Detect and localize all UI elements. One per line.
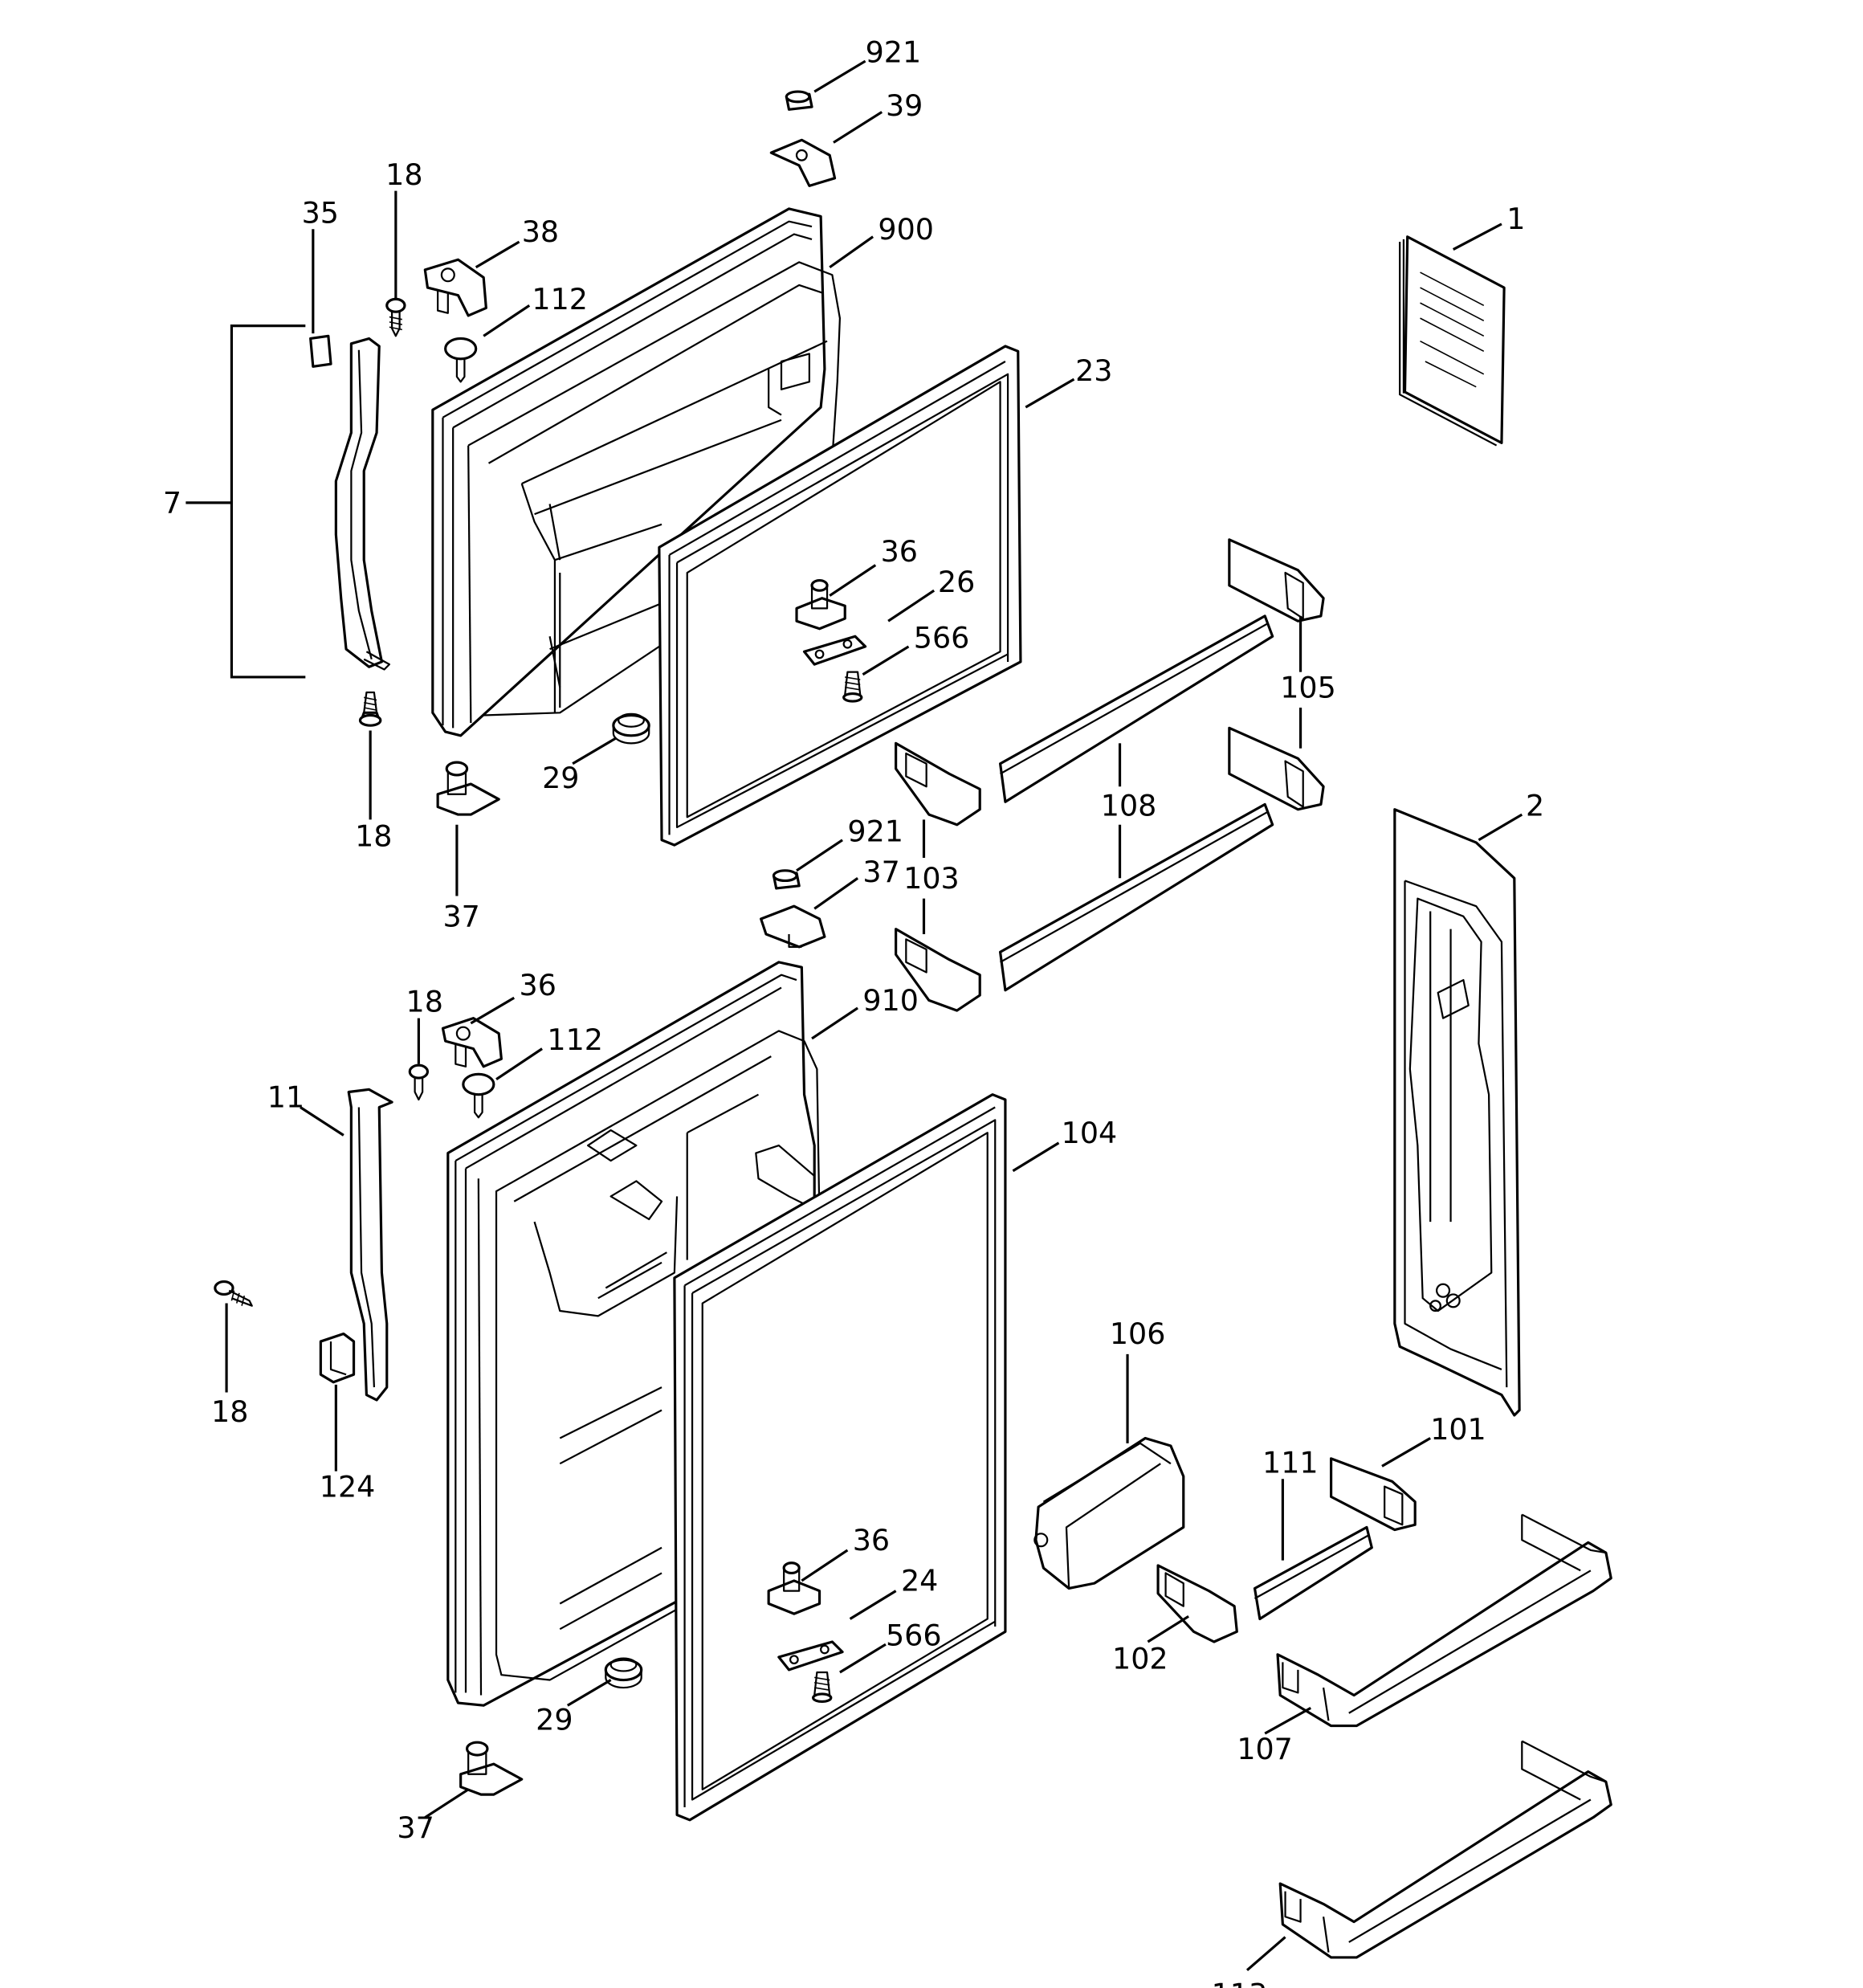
part-37-hinge-lower-door-top [760,904,826,949]
part-37-hinge-upper-door [436,761,500,816]
label-38: 38 [522,214,559,249]
label-124: 124 [320,1469,376,1504]
part-35-pad [309,334,332,368]
part-921-plug-lower [772,869,801,890]
label-921-lower: 921 [847,814,903,848]
part-108-bar-lower [998,802,1274,992]
part-103-end-cap-lower [895,928,981,1012]
label-29-lower: 29 [536,1702,573,1737]
part-29-bushing-lower [604,1657,643,1689]
part-36-hinge-pin-lower [767,1561,821,1615]
label-18-lower: 18 [406,985,443,1019]
part-104-lower-gasket [673,1093,1007,1822]
label-107: 107 [1237,1732,1293,1766]
part-2-inner-panel [1393,808,1521,1417]
part-24-bracket [777,1640,844,1672]
label-106: 106 [1110,1316,1166,1351]
label-39: 39 [886,88,923,123]
label-36-lower-door-top: 36 [520,968,556,1002]
label-910: 910 [862,983,919,1018]
part-37-hinge-lower-door-bottom [459,1741,524,1796]
part-23-upper-gasket [658,345,1022,847]
label-112-lower: 112 [547,1023,603,1057]
part-112-washer [444,337,478,383]
label-112-upper: 112 [532,282,588,316]
part-11-lower-handle [347,1088,393,1402]
part-number-labels: 921 39 18 35 38 900 1 112 23 7 36 26 566… [163,35,1544,1988]
label-26: 26 [938,565,975,599]
part-101-end-cap [1330,1457,1417,1532]
part-566-screw-lower [812,1671,833,1704]
part-124-clip [319,1332,356,1384]
label-104: 104 [1062,1116,1118,1150]
part-18-screw-left [214,1280,253,1307]
label-921-upper: 921 [866,35,922,70]
label-18-handle: 18 [355,819,392,854]
label-23: 23 [1075,353,1112,388]
part-39-hinge-cover [769,138,837,187]
label-29-upper: 29 [542,761,579,795]
part-106-dairy-cover [1033,1436,1185,1590]
leader-lines [185,59,1523,1972]
part-29-bushing-upper [612,712,650,745]
part-921-plug-upper [785,90,813,111]
label-36-lower-door: 36 [853,1523,890,1557]
part-102-end-cap [1156,1564,1238,1643]
label-36-upper: 36 [881,534,918,569]
label-1: 1 [1506,202,1525,236]
label-18-left: 18 [211,1394,248,1429]
part-18-screw-upper [385,297,406,337]
label-111: 111 [1262,1445,1319,1480]
label-566-lower: 566 [886,1619,942,1653]
part-105-end-cap-upper [1228,538,1325,623]
label-37-upper-door: 37 [442,900,479,934]
label-2: 2 [1526,789,1544,823]
part-36-hinge-lower-door-top [441,1017,503,1068]
part-111-bar [1253,1525,1373,1621]
part-36-hinge-pin-upper [795,578,846,631]
label-37-lower-door-top: 37 [862,855,899,889]
part-108-bar-upper [998,614,1274,803]
part-18-screw-lower [408,1063,430,1101]
label-7: 7 [163,486,181,520]
label-101: 101 [1430,1412,1486,1447]
part-105-end-cap-lower [1228,726,1325,811]
part-18-screw-handle-bottom [358,691,382,727]
label-113: 113 [1212,1978,1268,1988]
label-24: 24 [901,1564,938,1598]
part-103-end-cap-upper [895,741,981,827]
label-11: 11 [267,1080,304,1115]
label-18-upper: 18 [385,157,422,192]
label-103: 103 [903,861,960,896]
part-1-manual [1399,235,1506,447]
part-113-door-bin [1278,1740,1612,1959]
label-108: 108 [1101,789,1157,823]
part-26-bracket [802,635,867,666]
label-900: 900 [878,212,934,247]
part-112-washer-lower [462,1072,495,1119]
part-107-door-bin [1276,1513,1612,1728]
label-566-upper: 566 [914,621,970,655]
part-7-upper-handle [334,337,391,671]
part-38-hinge [423,258,487,317]
label-102: 102 [1112,1641,1168,1676]
part-566-screw-upper [842,671,863,703]
label-35: 35 [302,195,339,230]
label-105: 105 [1280,670,1336,704]
label-37-lower-door-bottom: 37 [397,1810,434,1845]
